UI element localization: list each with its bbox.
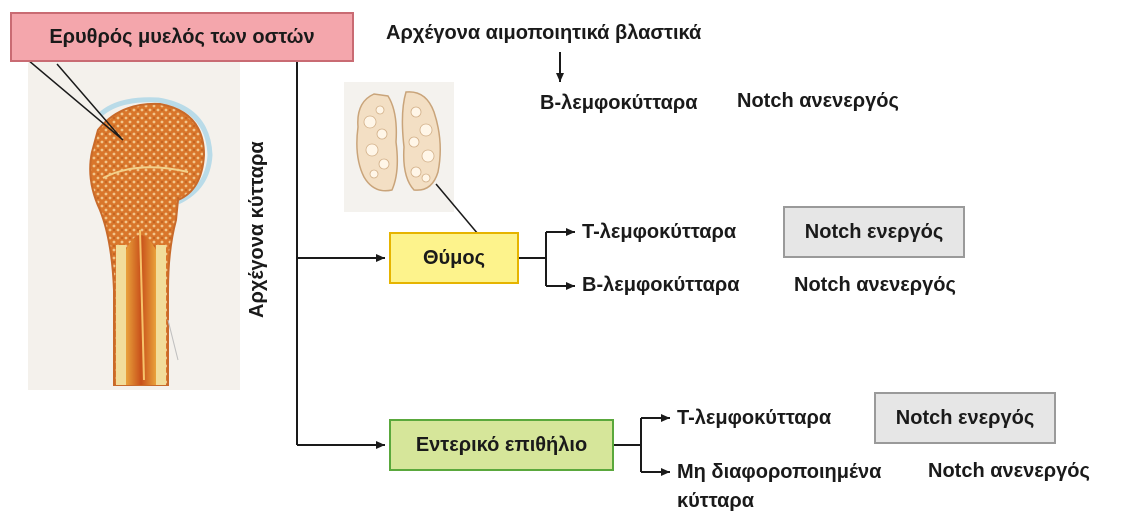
thymus-label: Θύμος: [422, 246, 486, 269]
intestine-notch-active-badge: Notch ενεργός: [874, 392, 1056, 444]
bone-pointer-line: [56, 63, 122, 139]
thymus-icon: [344, 82, 454, 212]
thymus-notch-active-badge: Notch ενεργός: [783, 206, 965, 258]
hematopoietic-stem-label: Αρχέγονα αιμοποιητικά βλαστικά: [386, 22, 702, 44]
bone-icon: [28, 60, 240, 390]
thymus-box: Θύμος: [389, 232, 519, 284]
thymus-notch-active-text: Notch ενεργός: [804, 220, 944, 243]
intestine-undiff-cells-line2: κύτταρα: [677, 490, 755, 512]
progenitor-cells-label: Αρχέγονα κύτταρα: [246, 141, 268, 318]
intestine-undiff-cells-line1: Μη διαφοροποιημένα: [677, 461, 882, 483]
bone-marrow-box: Ερυθρός μυελός των οστών: [10, 12, 354, 62]
marrow-b-cells-label: Β-λεμφοκύτταρα: [540, 92, 698, 114]
marrow-notch-inactive-label: Notch ανενεργός: [737, 90, 899, 112]
bone-pointer-line: [28, 60, 124, 141]
intestine-t-cells-label: Τ-λεμφοκύτταρα: [677, 407, 832, 429]
thymus-t-cells-label: Τ-λεμφοκύτταρα: [582, 221, 737, 243]
intestine-notch-active-text: Notch ενεργός: [895, 406, 1035, 429]
thymus-pointer-line: [435, 183, 479, 235]
thymus-notch-inactive-label: Notch ανενεργός: [794, 274, 956, 296]
intestinal-epithelium-label: Εντερικό επιθήλιο: [415, 433, 588, 456]
intestinal-epithelium-box: Εντερικό επιθήλιο: [389, 419, 614, 471]
intestine-notch-inactive-label: Notch ανενεργός: [928, 460, 1090, 482]
thymus-b-cells-label: Β-λεμφοκύτταρα: [582, 274, 740, 296]
bone-marrow-label: Ερυθρός μυελός των οστών: [49, 25, 315, 48]
